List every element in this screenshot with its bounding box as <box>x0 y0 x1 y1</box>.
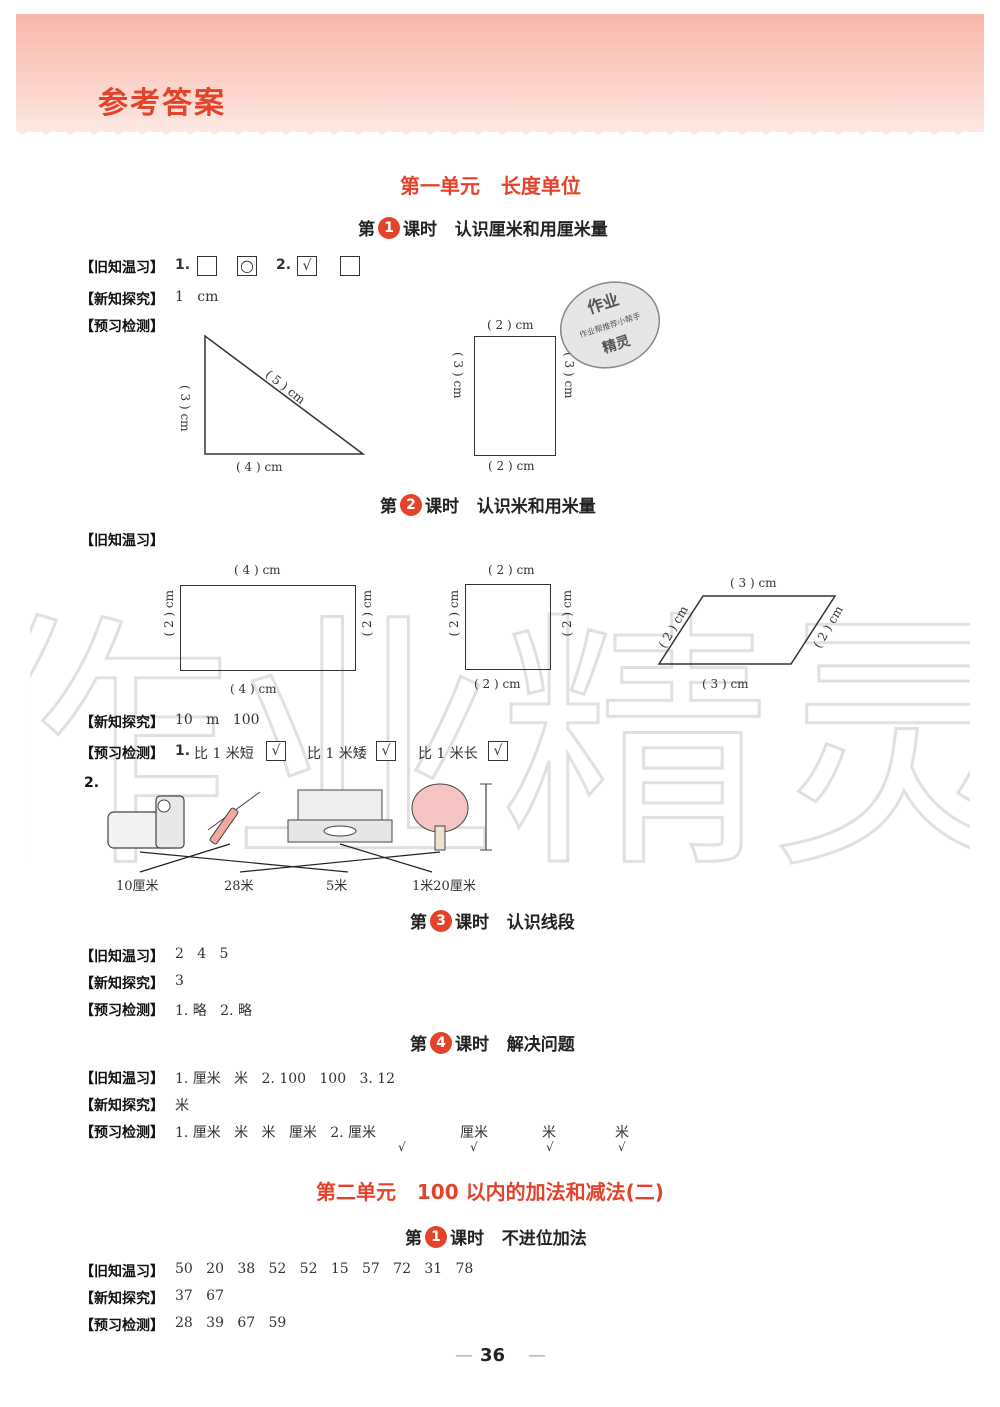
l4-row2-label: 【新知探究】 <box>80 1098 164 1114</box>
option-shorter: 比 1 米短 <box>194 746 254 762</box>
l1-row1-num2: 2. <box>276 257 292 273</box>
unit1-title: 第一单元 长度单位 <box>400 174 581 198</box>
u2-row1-label: 【旧知温习】 <box>80 1264 164 1280</box>
match-label-4: 1米20厘米 <box>412 879 476 894</box>
l1-row1-num1: 1. <box>175 257 191 273</box>
lesson-number-badge: 4 <box>430 1031 452 1054</box>
match-label-2: 28米 <box>224 879 254 894</box>
rect-right-label: ( 3 ) cm <box>562 352 576 399</box>
answer-box-1 <box>197 256 217 276</box>
long-rect-top-label: ( 4 ) cm <box>234 563 281 577</box>
unit2-title: 第二单元 100 以内的加法和减法(二) <box>316 1180 664 1204</box>
l4-check-3: √ <box>546 1140 554 1154</box>
u2-row2-answer: 37 67 <box>175 1288 224 1304</box>
l2-q2-number: 2. <box>84 775 100 791</box>
answer-box-2: ○ <box>237 256 257 276</box>
right-triangle <box>204 334 366 455</box>
u2-row2-label: 【新知探究】 <box>80 1291 164 1307</box>
square-right-label: ( 2 ) cm <box>560 590 574 637</box>
pg-bottom-label: ( 3 ) cm <box>702 677 749 691</box>
l3-row2-label: 【新知探究】 <box>80 976 164 992</box>
lesson-number-badge: 1 <box>425 1225 447 1248</box>
l1-row1-label: 【旧知温习】 <box>80 260 164 276</box>
match-label-1: 10厘米 <box>116 879 159 894</box>
l2-row2-answer: 10 m 100 <box>175 712 260 728</box>
square-bottom-label: ( 2 ) cm <box>474 677 521 691</box>
u2-row3-label: 【预习检测】 <box>80 1318 164 1334</box>
square-left-label: ( 2 ) cm <box>447 590 461 637</box>
l2-row1-label: 【旧知温习】 <box>80 533 164 549</box>
check-box-2: √ <box>376 741 396 761</box>
stamp: 作业 作业帮推荐小帮手 精灵 <box>559 281 661 369</box>
page-number: 36 <box>480 1345 506 1366</box>
triangle-bottom-label: ( 4 ) cm <box>236 460 283 474</box>
l4-option-b: 米 <box>542 1125 556 1141</box>
rect-left-label: ( 3 ) cm <box>451 352 465 399</box>
l1-row3-label: 【预习检测】 <box>80 319 164 335</box>
lesson-number-badge: 3 <box>430 909 452 932</box>
answer-box-3: √ <box>297 256 317 276</box>
l3-row3-answer: 1. 略 2. 略 <box>175 1003 252 1019</box>
l3-row1-answer: 2 4 5 <box>175 946 229 962</box>
rect-bottom-label: ( 2 ) cm <box>488 459 535 473</box>
check-box-3: √ <box>488 741 508 761</box>
l3-row2-answer: 3 <box>175 973 184 989</box>
option-lower: 比 1 米矮 <box>307 746 367 762</box>
long-rect-left-label: ( 2 ) cm <box>162 590 176 637</box>
rect-top-label: ( 2 ) cm <box>487 318 534 332</box>
parallelogram-shape <box>657 595 837 665</box>
l4-option-a: 厘米 <box>460 1125 488 1141</box>
tree-icon <box>411 783 492 851</box>
l4-row3-answer: 1. 厘米 米 米 厘米 2. 厘米 <box>175 1125 377 1141</box>
header-band <box>16 14 984 132</box>
long-rect-right-label: ( 2 ) cm <box>360 590 374 637</box>
rectangle-shape <box>474 336 556 456</box>
l3-row1-label: 【旧知温习】 <box>80 949 164 965</box>
bed-icon <box>107 795 185 849</box>
l2-row3-label: 【预习检测】 <box>80 746 164 762</box>
page-number-dash-left: — <box>455 1345 473 1366</box>
l2-row3-num: 1. <box>175 743 191 759</box>
option-longer: 比 1 米长 <box>418 746 478 762</box>
classroom-icon <box>287 789 393 843</box>
long-rect-bottom-label: ( 4 ) cm <box>230 682 277 696</box>
l4-option-c: 米 <box>615 1125 629 1141</box>
l4-check-4: √ <box>618 1140 626 1154</box>
l4-check-1: √ <box>398 1140 406 1154</box>
l4-row2-answer: 米 <box>175 1098 189 1114</box>
page-number-dash-right: — <box>528 1345 546 1366</box>
l3-row3-label: 【预习检测】 <box>80 1003 164 1019</box>
matching-illustration <box>107 783 492 873</box>
pg-top-label: ( 3 ) cm <box>730 576 777 590</box>
l4-row3-label: 【预习检测】 <box>80 1125 164 1141</box>
page-header-title: 参考答案 <box>98 86 226 121</box>
answer-box-4 <box>340 256 360 276</box>
l4-row1-label: 【旧知温习】 <box>80 1071 164 1087</box>
triangle-left-label: ( 3 ) cm <box>178 385 192 432</box>
lesson-number-badge: 1 <box>378 216 400 239</box>
l2-row2-label: 【新知探究】 <box>80 715 164 731</box>
u2-row3-answer: 28 39 67 59 <box>175 1315 287 1331</box>
l1-row2-label: 【新知探究】 <box>80 292 164 308</box>
check-box-1: √ <box>266 741 286 761</box>
l4-row1-answer: 1. 厘米 米 2. 100 100 3. 12 <box>175 1071 396 1087</box>
long-rectangle <box>180 585 356 671</box>
header-wavy-edge <box>16 128 984 135</box>
square-top-label: ( 2 ) cm <box>488 563 535 577</box>
square-shape <box>465 584 551 670</box>
u2-row1-answer: 50 20 38 52 52 15 57 72 31 78 <box>175 1261 474 1277</box>
match-label-3: 5米 <box>326 879 348 894</box>
l1-row2-answer: 1 cm <box>175 289 219 305</box>
pen-icon <box>207 791 261 845</box>
lesson-number-badge: 2 <box>400 493 422 516</box>
l4-check-2: √ <box>470 1140 478 1154</box>
